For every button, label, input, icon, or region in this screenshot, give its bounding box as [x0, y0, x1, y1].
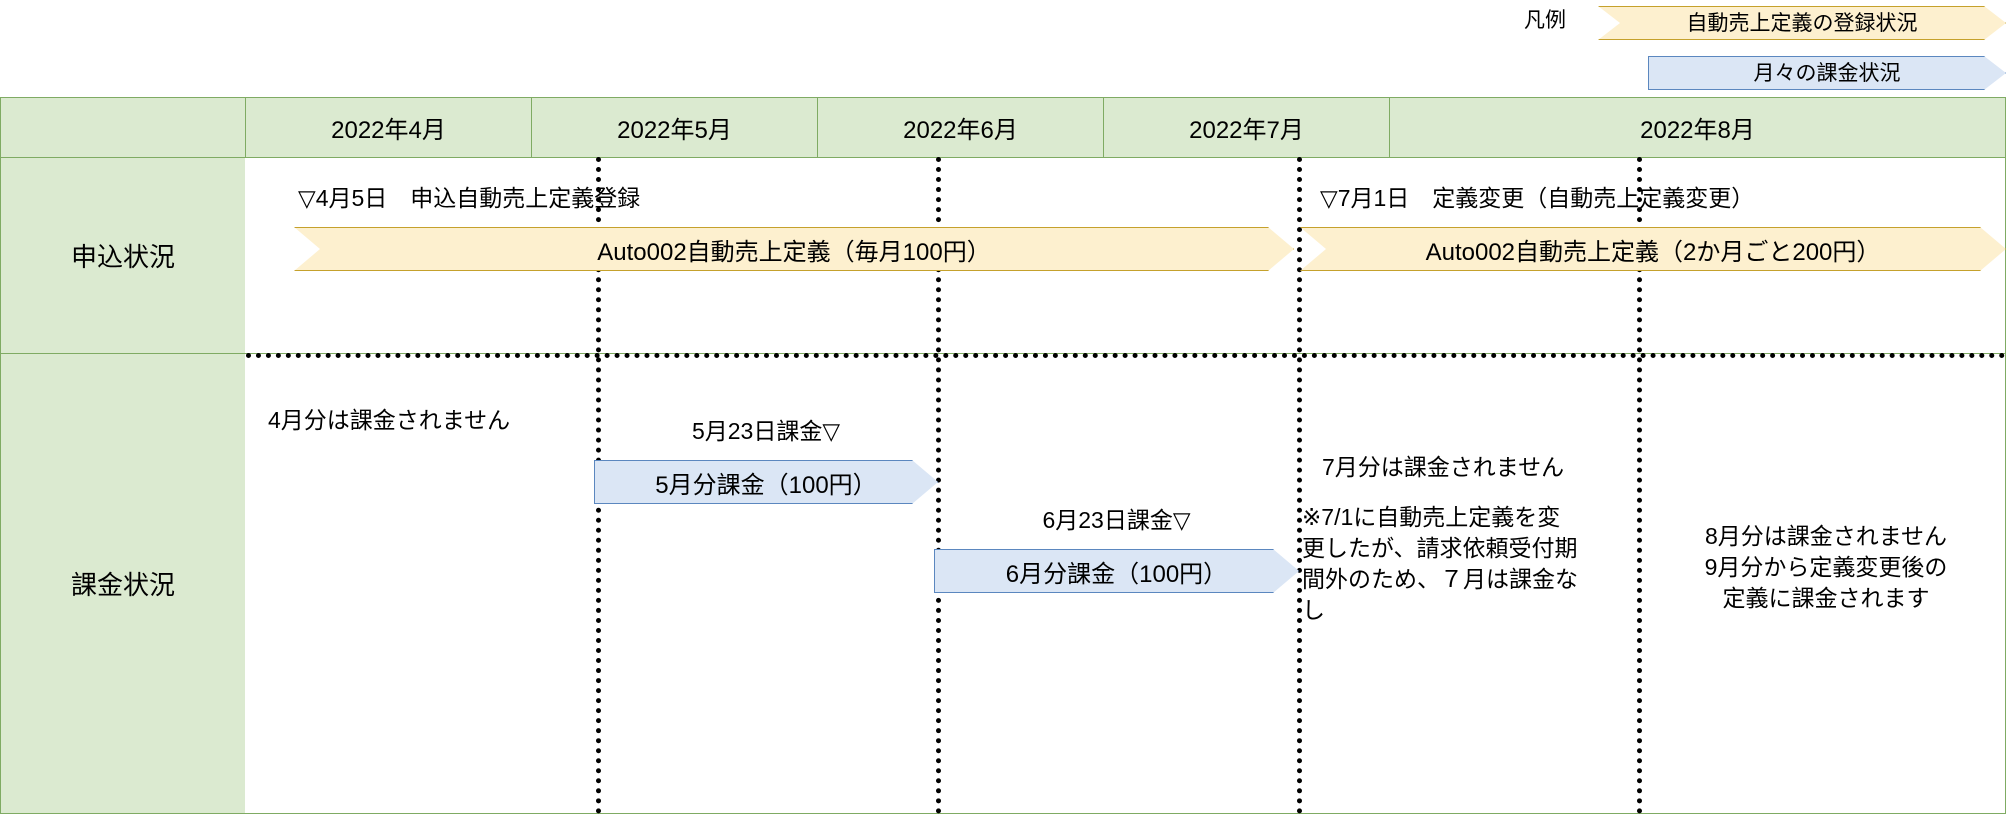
- banner-label: Auto002自動売上定義（毎月100円）: [597, 238, 991, 266]
- table-header-row: 2022年4月 2022年5月 2022年6月 2022年7月 2022年8月: [0, 97, 2006, 158]
- banner-june-billing-100: 6月分課金（100円）: [934, 549, 1299, 593]
- row-divider-dotted: [246, 353, 2006, 358]
- legend-item-label: 自動売上定義の登録状況: [1686, 11, 1918, 35]
- event-label-april-registration: ▽4月5日 申込自動売上定義登録: [298, 185, 641, 211]
- note-april-no-billing: 4月分は課金されません: [268, 407, 511, 433]
- header-cell-2022-08: 2022年8月: [1389, 97, 2006, 158]
- banner-label: 5月分課金（100円）: [655, 471, 877, 499]
- month-divider-august: [1637, 157, 1642, 814]
- row-label-billing-status: 課金状況: [0, 353, 246, 814]
- banner-may-billing-100: 5月分課金（100円）: [594, 460, 938, 504]
- header-cell-2022-06: 2022年6月: [817, 97, 1104, 158]
- marker-may-23-billing: 5月23日課金▽: [691, 418, 841, 444]
- timeline-table: 2022年4月 2022年5月 2022年6月 2022年7月 2022年8月 …: [0, 97, 2006, 814]
- note-july-no-billing: 7月分は課金されません: [1322, 454, 1565, 480]
- row-label-application-status: 申込状況: [0, 157, 246, 354]
- event-label-july-change: ▽7月1日 定義変更（自動売上定義変更）: [1320, 185, 1755, 211]
- legend: 凡例 自動売上定義の登録状況 月々の課金状況: [0, 0, 2006, 95]
- header-corner-cell: [0, 97, 246, 158]
- legend-item-label: 月々の課金状況: [1753, 61, 1901, 85]
- banner-auto-definition-bimonthly-200: Auto002自動売上定義（2か月ごと200円）: [1300, 227, 2006, 271]
- banner-label: 6月分課金（100円）: [1005, 560, 1228, 588]
- legend-item-monthly-billing: 月々の課金状況: [1648, 56, 2006, 90]
- header-cell-2022-04: 2022年4月: [245, 97, 532, 158]
- header-cell-2022-05: 2022年5月: [531, 97, 818, 158]
- banner-label: Auto002自動売上定義（2か月ごと200円）: [1425, 238, 1881, 266]
- note-august-billing: 8月分は課金されません 9月分から定義変更後の 定義に課金されます: [1704, 523, 1948, 611]
- banner-auto-definition-monthly-100: Auto002自動売上定義（毎月100円）: [294, 227, 1294, 271]
- note-july-detail: ※7/1に自動売上定義を変 更したが、請求依頼受付期 間外のため、７月は課金な …: [1302, 504, 1578, 623]
- month-divider-july: [1297, 157, 1302, 814]
- header-cell-2022-07: 2022年7月: [1103, 97, 1390, 158]
- marker-june-23-billing: 6月23日課金▽: [1042, 507, 1191, 533]
- legend-label: 凡例: [1524, 9, 1566, 32]
- month-divider-june: [936, 157, 941, 814]
- legend-item-auto-sales-definition: 自動売上定義の登録状況: [1598, 6, 2006, 40]
